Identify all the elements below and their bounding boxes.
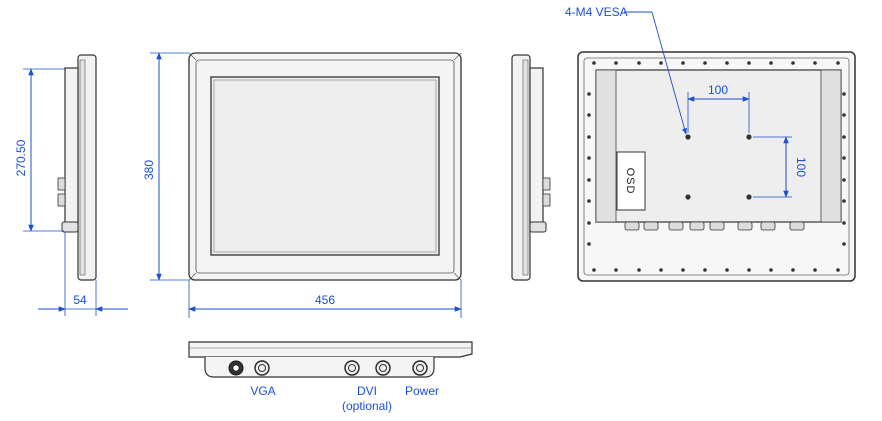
rear-connector: [643, 221, 659, 231]
frame-screw: [637, 61, 641, 65]
vesa-horizontal-value: 100: [708, 83, 728, 97]
frame-screw: [791, 268, 795, 272]
frame-screw: [842, 178, 846, 182]
frame-screw: [836, 61, 840, 65]
frame-screw: [587, 199, 591, 203]
frame-screw: [587, 135, 591, 139]
front-width-dimension: 456: [188, 280, 462, 318]
side-height-value: 270.50: [14, 139, 28, 176]
frame-screw: [769, 268, 773, 272]
rear-connector: [737, 221, 753, 231]
vesa-label: 4-M4 VESA: [565, 5, 628, 19]
frame-screw: [587, 221, 591, 225]
vesa-hole: [746, 194, 752, 200]
frame-screw: [842, 221, 846, 225]
frame-screw: [842, 113, 846, 117]
frame-screw: [681, 268, 685, 272]
frame-screw: [836, 268, 840, 272]
vesa-hole: [746, 134, 752, 140]
frame-screw: [813, 61, 817, 65]
frame-screw: [592, 61, 596, 65]
front-width-value: 456: [315, 293, 335, 307]
dvi-connector: [254, 360, 270, 376]
frame-screw: [659, 268, 663, 272]
frame-screw: [703, 268, 707, 272]
left-side-view: [57, 54, 97, 281]
frame-screw: [747, 61, 751, 65]
side-height-dimension: 270.50: [14, 68, 66, 232]
frame-screw: [813, 268, 817, 272]
rear-view: OSD: [577, 51, 856, 282]
frame-screw: [592, 268, 596, 272]
frame-screw: [637, 268, 641, 272]
power-connector: [412, 360, 428, 376]
dvi-optional-connector-2: [375, 360, 391, 376]
front-height-dimension: 380: [142, 52, 189, 281]
frame-screw: [769, 61, 773, 65]
vesa-hole: [685, 134, 691, 140]
bottom-view: VGA DVI (optional) Power: [188, 341, 473, 413]
frame-screw: [703, 61, 707, 65]
frame-screw: [587, 113, 591, 117]
frame-screw: [842, 135, 846, 139]
rear-connector: [709, 221, 725, 231]
frame-screw: [842, 242, 846, 246]
front-height-value: 380: [142, 160, 156, 180]
osd-panel: [616, 151, 646, 211]
vesa-hole: [685, 194, 691, 200]
dvi-label: DVI: [357, 384, 377, 398]
frame-screw: [614, 268, 618, 272]
right-side-view: [511, 54, 551, 281]
frame-screw: [791, 61, 795, 65]
vesa-vertical-dimension: 100: [753, 136, 808, 198]
frame-screw: [587, 178, 591, 182]
frame-screw: [842, 199, 846, 203]
vga-connector: [228, 360, 244, 376]
dvi-optional-connector: [344, 360, 360, 376]
rear-connector: [789, 221, 805, 231]
osd-label: OSD: [624, 168, 636, 195]
rear-connector: [689, 221, 705, 231]
frame-screw: [681, 61, 685, 65]
vesa-horizontal-dimension: 100: [687, 83, 750, 133]
frame-screw: [587, 156, 591, 160]
frame-screw: [725, 268, 729, 272]
frame-screw: [747, 268, 751, 272]
frame-screw: [587, 242, 591, 246]
frame-screw: [614, 61, 618, 65]
rear-connector-bumps: [624, 221, 805, 231]
dvi-optional-label: (optional): [342, 399, 392, 413]
rear-connector: [760, 221, 776, 231]
vesa-vertical-value: 100: [794, 157, 808, 177]
rear-connector: [668, 221, 684, 231]
rear-frame-screws: [587, 61, 846, 272]
frame-screw: [842, 92, 846, 96]
frame-screw: [842, 156, 846, 160]
rear-connector: [624, 221, 640, 231]
frame-screw: [725, 61, 729, 65]
vga-label: VGA: [250, 384, 275, 398]
power-label: Power: [405, 384, 439, 398]
vesa-callout: 4-M4 VESA: [565, 5, 687, 135]
depth-dimension: 54: [38, 232, 128, 316]
front-view: [188, 52, 462, 281]
frame-screw: [659, 61, 663, 65]
depth-value: 54: [73, 293, 87, 307]
frame-screw: [587, 92, 591, 96]
